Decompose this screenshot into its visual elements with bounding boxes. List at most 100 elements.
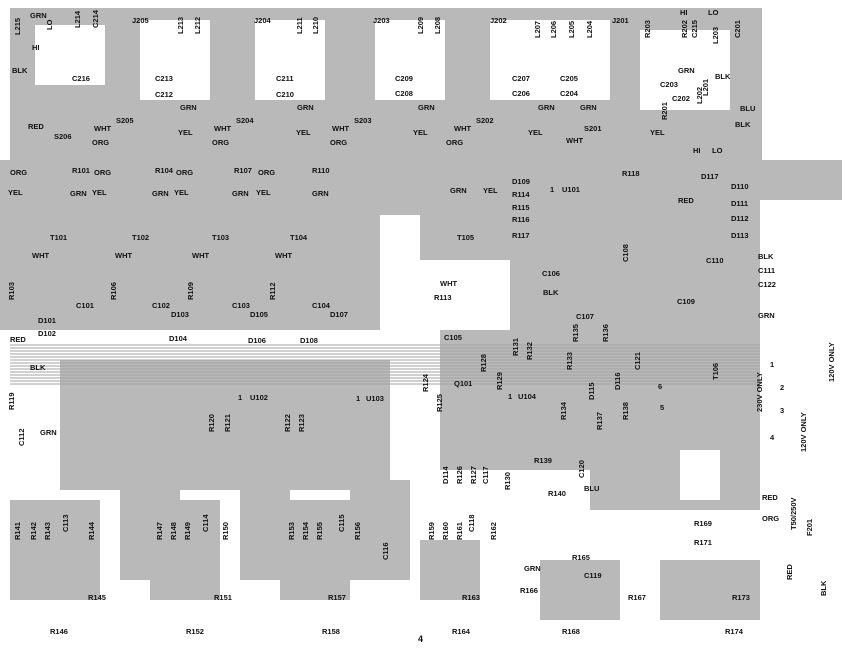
component-label: GRN	[580, 103, 597, 112]
component-label: S203	[354, 116, 372, 125]
component-label: D101	[38, 316, 56, 325]
component-label: J201	[612, 16, 629, 25]
component-label: L213	[176, 17, 185, 34]
component-label: C113	[61, 514, 70, 532]
component-label: R134	[559, 401, 568, 420]
component-label: RED	[678, 196, 694, 205]
component-label: R123	[297, 414, 306, 432]
component-label: GRN	[30, 11, 47, 20]
component-label: R154	[301, 521, 310, 540]
component-label: R127	[469, 466, 478, 484]
component-label: GRN	[232, 189, 249, 198]
component-label: R109	[186, 282, 195, 300]
component-label: ORG	[446, 138, 463, 147]
component-label: C122	[758, 280, 776, 289]
component-label: YEL	[483, 186, 498, 195]
page-number: 4	[418, 634, 423, 644]
component-label: D115	[587, 382, 596, 400]
component-label: D106	[248, 336, 266, 345]
component-label: R141	[13, 522, 22, 540]
component-label: R116	[512, 215, 530, 224]
component-label: C203	[660, 80, 678, 89]
component-label: C210	[276, 90, 294, 99]
component-label: 1	[770, 360, 774, 369]
component-label: HI	[680, 8, 688, 17]
copper-region	[420, 540, 480, 600]
component-label: D116	[613, 372, 622, 390]
component-label: R152	[186, 627, 204, 636]
component-label: ORG	[330, 138, 347, 147]
component-label: R155	[315, 522, 324, 540]
component-label: ORG	[762, 514, 779, 523]
component-label: T103	[212, 233, 229, 242]
copper-region	[660, 560, 760, 620]
component-label: R139	[534, 456, 552, 465]
component-label: C115	[337, 514, 346, 532]
component-label: YEL	[92, 188, 107, 197]
component-label: GRN	[678, 66, 695, 75]
component-label: R153	[287, 522, 296, 540]
component-label: T101	[50, 233, 67, 242]
component-label: C205	[560, 74, 578, 83]
component-label: D112	[731, 214, 749, 223]
component-label: L203	[711, 27, 720, 44]
component-label: C109	[677, 297, 695, 306]
component-label: J205	[132, 16, 149, 25]
component-label: F201	[805, 519, 814, 536]
component-label: C117	[481, 466, 490, 484]
component-label: BLK	[543, 288, 559, 297]
component-label: R138	[621, 402, 630, 420]
component-label: C216	[72, 74, 90, 83]
board-cutout	[375, 20, 445, 100]
component-label: WHT	[275, 251, 292, 260]
component-label: C110	[706, 256, 724, 265]
component-label: R118	[622, 169, 640, 178]
component-label: C215	[690, 20, 699, 38]
component-label: GRN	[152, 189, 169, 198]
component-label: Q101	[454, 379, 472, 388]
copper-region	[0, 200, 380, 330]
board-cutout	[140, 20, 210, 100]
component-label: R119	[7, 392, 16, 410]
component-label: R120	[207, 414, 216, 432]
component-label: C118	[467, 514, 476, 532]
component-label: R161	[455, 522, 464, 540]
component-label: L214	[73, 10, 82, 28]
component-label: L204	[585, 20, 594, 38]
component-label: 1	[508, 392, 512, 401]
copper-region	[350, 480, 410, 580]
component-label: ORG	[92, 138, 109, 147]
component-label: J202	[490, 16, 507, 25]
component-label: R167	[628, 593, 646, 602]
component-label: 120V ONLY	[827, 342, 836, 382]
component-label: T102	[132, 233, 149, 242]
component-label: R168	[562, 627, 580, 636]
copper-region	[150, 500, 220, 600]
component-label: R160	[441, 522, 450, 540]
component-label: R151	[214, 593, 232, 602]
component-label: ORG	[94, 168, 111, 177]
component-label: C211	[276, 74, 294, 83]
component-label: LO	[712, 146, 723, 155]
component-label: 4	[770, 433, 775, 442]
component-label: L215	[13, 18, 22, 35]
component-label: S201	[584, 124, 602, 133]
component-label: WHT	[440, 279, 457, 288]
component-label: R101	[72, 166, 90, 175]
copper-region	[590, 300, 760, 510]
component-label: YEL	[178, 128, 193, 137]
component-label: C107	[576, 312, 594, 321]
component-label: R159	[427, 522, 436, 540]
component-label: LO	[708, 8, 719, 17]
component-label: R148	[169, 522, 178, 540]
component-label: R135	[571, 324, 580, 342]
component-label: WHT	[192, 251, 209, 260]
component-label: D102	[38, 329, 56, 338]
component-label: R115	[512, 203, 530, 212]
component-label: C208	[395, 89, 413, 98]
board-cutout	[490, 20, 610, 100]
component-label: R166	[520, 586, 538, 595]
component-label: RED	[28, 122, 44, 131]
component-label: L209	[416, 17, 425, 34]
component-label: L202	[695, 87, 704, 104]
